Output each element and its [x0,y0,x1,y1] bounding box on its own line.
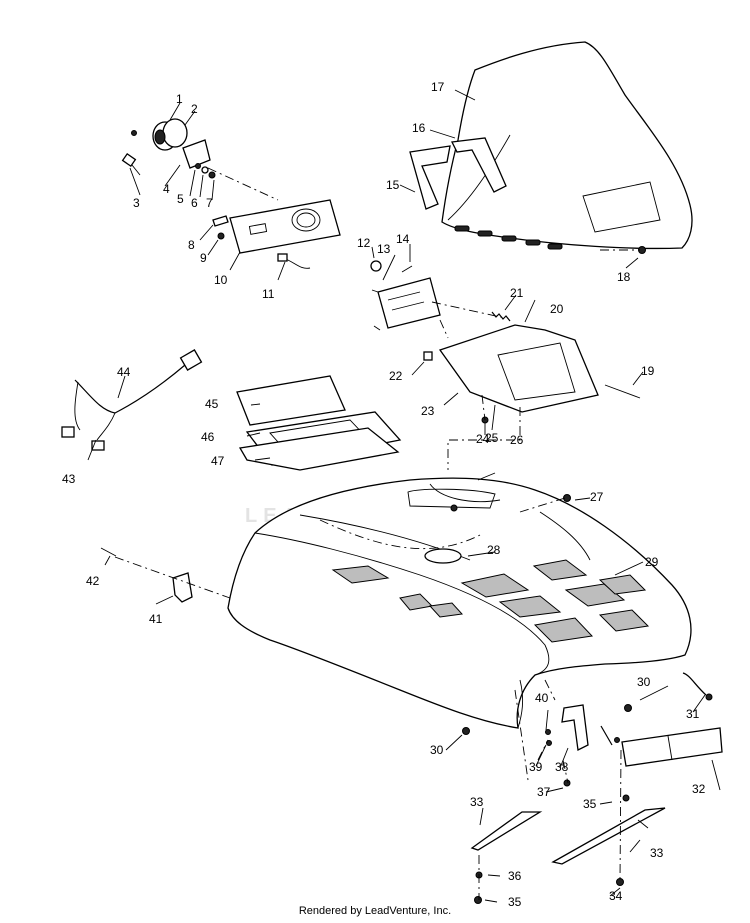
callout-label: 35 [583,797,597,811]
footer-credit: Rendered by LeadVenture, Inc. [298,905,452,917]
callout-label: 16 [412,121,426,135]
callout-label: 11 [262,287,275,301]
pad-top [236,375,346,426]
hood [227,477,692,729]
pin [100,547,117,557]
headlight-shroud [423,324,599,413]
connector-small [277,253,288,262]
side-panel-left [470,811,543,851]
callout-label: 12 [357,236,371,250]
callout-label: 4 [163,182,170,196]
callout-label: 3 [133,196,140,210]
callout-label: 17 [431,80,445,94]
callout-label: 26 [510,433,524,447]
callout-label: 20 [550,302,564,316]
callout-label: 25 [485,431,499,445]
callout-label: 44 [117,365,131,379]
callout-label: 1 [176,92,183,106]
instrument-plate [212,199,341,254]
callout-label: 21 [510,286,524,300]
callout-label: 39 [529,760,543,774]
callout-label: 6 [191,196,198,210]
pad-bottom [238,427,400,471]
callouts: 1 2 3 4 5 6 7 8 9 10 11 12 13 14 15 16 1… [62,80,706,909]
callout-label: 32 [692,782,706,796]
callout-label: 34 [609,889,623,903]
callout-label: 19 [641,364,655,378]
callout-label: 24 [476,432,490,446]
callout-label: 7 [206,196,213,210]
callout-label: 42 [86,574,100,588]
callout-label: 33 [470,795,484,809]
windshield [441,41,693,250]
wire-harness [61,349,203,451]
hood-bracket [172,572,193,603]
bolt [604,384,641,399]
windshield-decals [409,137,507,210]
spring [491,311,511,322]
lower-bracket [561,704,589,751]
callout-label: 8 [188,238,195,252]
callout-label: 47 [211,454,225,468]
callout-label: 14 [396,232,410,246]
callout-label: 37 [537,785,551,799]
callout-label: 31 [686,707,700,721]
leader-lines [87,89,721,903]
callout-label: 23 [421,404,435,418]
callout-label: 40 [535,691,549,705]
callout-label: 43 [62,472,76,486]
tether-strap [682,672,707,696]
callout-label: 15 [386,178,400,192]
headlight-housing [370,260,441,331]
callout-label: 5 [177,192,184,206]
callout-label: 9 [200,251,207,265]
callout-label: 30 [430,743,444,757]
callout-label: 27 [590,490,604,504]
side-panel-right [551,807,666,865]
callout-label: 46 [201,430,215,444]
callout-label: 30 [637,675,651,689]
gauge-assembly [121,118,216,179]
callout-label: 36 [508,869,522,883]
callout-label: 38 [555,760,569,774]
callout-label: 10 [214,273,228,287]
callout-label: 13 [377,242,391,256]
callout-label: 33 [650,846,664,860]
callout-label: 18 [617,270,631,284]
callout-label: 41 [149,612,163,626]
callout-label: 45 [205,397,219,411]
bumper-bracket [621,727,723,767]
callout-label: 28 [487,543,501,557]
callout-label: 35 [508,895,522,909]
callout-label: 29 [645,555,659,569]
callout-label: 2 [191,102,198,116]
callout-label: 22 [389,369,403,383]
